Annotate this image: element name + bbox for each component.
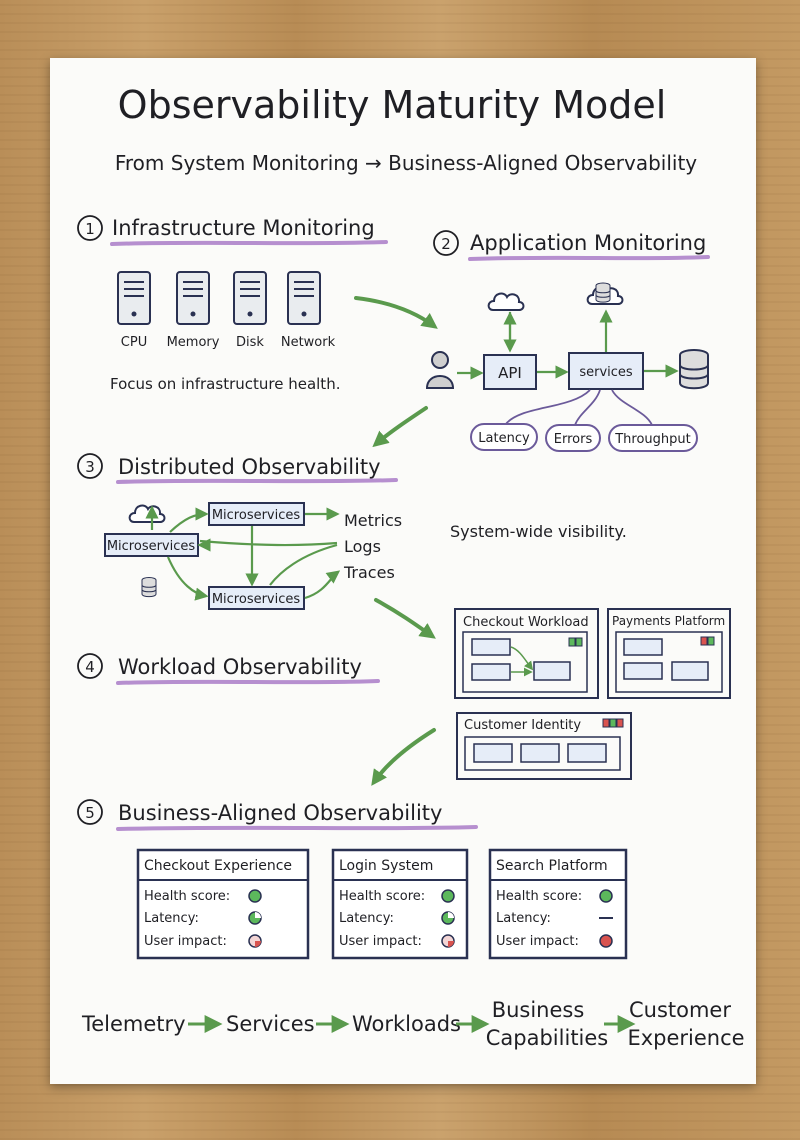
section-1-header: 1 Infrastructure Monitoring xyxy=(78,216,386,244)
resource-disk-label: Disk xyxy=(236,335,264,350)
signal-logs: Logs xyxy=(344,537,381,556)
flow-telemetry: Telemetry xyxy=(81,1012,186,1036)
node-microservices-top: Microservices xyxy=(212,508,301,523)
flow-customer: Customer xyxy=(629,998,731,1022)
distributed-note: System-wide visibility. xyxy=(450,522,627,541)
section-3-number: 3 xyxy=(85,458,95,476)
app-monitoring-diagram: API services Latency Errors Throughput xyxy=(427,283,708,451)
resource-memory-label: Memory xyxy=(167,335,220,350)
card-search-title: Search Platform xyxy=(496,858,608,874)
workload-checkout-title: Checkout Workload xyxy=(463,615,589,630)
card-checkout-metric-impact: User impact: xyxy=(144,934,227,949)
database-icon xyxy=(680,350,708,388)
section-5-number: 5 xyxy=(85,804,95,822)
arrow-2-to-3 xyxy=(376,408,426,444)
database-icon-3 xyxy=(142,578,156,597)
section-2-title: Application Monitoring xyxy=(470,231,706,255)
card-checkout-title: Checkout Experience xyxy=(144,858,292,874)
section-4-number: 4 xyxy=(85,658,95,676)
network-server-icon xyxy=(288,272,320,324)
business-card-search: Search Platform Health score: Latency: U… xyxy=(490,850,626,958)
card-search-metric-impact: User impact: xyxy=(496,934,579,949)
node-microservices-bottom: Microservices xyxy=(212,592,301,607)
user-icon xyxy=(427,352,453,388)
services-label: services xyxy=(579,365,633,380)
section-2-number: 2 xyxy=(441,235,451,253)
api-label: API xyxy=(498,364,522,382)
distributed-diagram: Microservices Microservices Microservice… xyxy=(105,503,627,609)
card-checkout-metric-latency: Latency: xyxy=(144,911,199,926)
resource-network-label: Network xyxy=(281,335,336,350)
card-login-metric-health: Health score: xyxy=(339,889,425,904)
business-card-checkout: Checkout Experience Health score: Latenc… xyxy=(138,850,308,958)
status-healthy-icon xyxy=(442,890,454,902)
flow-services: Services xyxy=(226,1012,315,1036)
memory-server-icon xyxy=(177,272,209,324)
card-login-metric-latency: Latency: xyxy=(339,911,394,926)
business-card-login: Login System Health score: Latency: User… xyxy=(333,850,467,958)
section-5-title: Business-Aligned Observability xyxy=(118,801,442,825)
card-search-metric-health: Health score: xyxy=(496,889,582,904)
signal-metrics: Metrics xyxy=(344,511,402,530)
flow-workloads: Workloads xyxy=(352,1012,461,1036)
card-checkout-metric-health: Health score: xyxy=(144,889,230,904)
flow-business: Business xyxy=(492,998,585,1022)
section-1-number: 1 xyxy=(85,220,95,238)
status-critical-icon xyxy=(600,935,612,947)
business-cards: Checkout Experience Health score: Latenc… xyxy=(138,850,626,958)
section-4-title: Workload Observability xyxy=(118,655,362,679)
signal-errors: Errors xyxy=(554,432,593,447)
resource-cpu-label: CPU xyxy=(121,335,147,350)
workload-payments-title: Payments Platform xyxy=(612,614,725,628)
node-microservices-left: Microservices xyxy=(107,539,196,554)
cloud-icon-3 xyxy=(130,506,165,522)
status-healthy-icon xyxy=(600,890,612,902)
section-2-header: 2 Application Monitoring xyxy=(434,231,708,259)
infra-servers: CPU Memory Disk Network Focus on infrast… xyxy=(110,272,340,393)
disk-server-icon xyxy=(234,272,266,324)
page-subtitle: From System Monitoring → Business-Aligne… xyxy=(115,151,697,175)
arrow-3-to-4 xyxy=(376,600,432,636)
card-login-metric-impact: User impact: xyxy=(339,934,422,949)
card-search-metric-latency: Latency: xyxy=(496,911,551,926)
signal-traces: Traces xyxy=(343,563,395,582)
cpu-server-icon xyxy=(118,272,150,324)
signal-throughput: Throughput xyxy=(614,432,691,447)
section-1-title: Infrastructure Monitoring xyxy=(112,216,375,240)
page-title: Observability Maturity Model xyxy=(118,83,667,127)
arrow-4-to-5 xyxy=(374,730,434,782)
section-5-header: 5 Business-Aligned Observability xyxy=(78,800,476,829)
flow-experience: Experience xyxy=(627,1026,744,1050)
card-login-title: Login System xyxy=(339,858,433,874)
status-healthy-icon xyxy=(249,890,261,902)
arrow-1-to-2 xyxy=(356,298,434,326)
flow-capabilities: Capabilities xyxy=(486,1026,609,1050)
signal-latency: Latency xyxy=(478,431,530,446)
workload-identity-title: Customer Identity xyxy=(464,718,581,733)
section-3-header: 3 Distributed Observability xyxy=(78,454,396,482)
value-flow: Telemetry Services Workloads Business Ca… xyxy=(81,998,745,1050)
workload-cards: Checkout Workload Payments Platform Cust… xyxy=(455,609,730,779)
infra-note: Focus on infrastructure health. xyxy=(110,375,340,393)
cloud-icon xyxy=(489,294,524,310)
section-4-header: 4 Workload Observability xyxy=(78,654,378,683)
section-3-title: Distributed Observability xyxy=(118,455,381,479)
